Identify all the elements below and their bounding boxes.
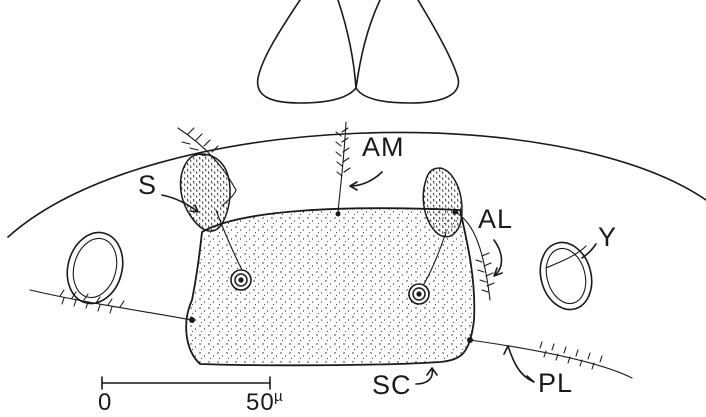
scale-bar <box>102 377 270 389</box>
eye-right <box>533 237 599 316</box>
gnathosoma-outline <box>258 0 459 103</box>
label-sensillum: S <box>138 172 157 199</box>
leader-al <box>494 240 502 276</box>
leader-pl <box>504 346 534 382</box>
scale-unit-label: µ <box>274 388 283 405</box>
eye-left <box>60 226 131 310</box>
scutum-plate <box>186 208 474 365</box>
am-seta <box>336 122 351 217</box>
scale-end-label: 50 <box>246 391 275 415</box>
label-am: AM <box>362 134 405 161</box>
leader-y <box>582 244 596 258</box>
label-eye: Y <box>598 224 617 251</box>
label-pl: PL <box>538 370 573 397</box>
pl-seta-left <box>30 290 195 323</box>
label-al: AL <box>478 206 513 233</box>
leader-am <box>350 172 382 190</box>
leader-sc <box>416 368 437 384</box>
scale-start-label: 0 <box>98 391 112 415</box>
label-scutum: SC <box>372 372 412 399</box>
